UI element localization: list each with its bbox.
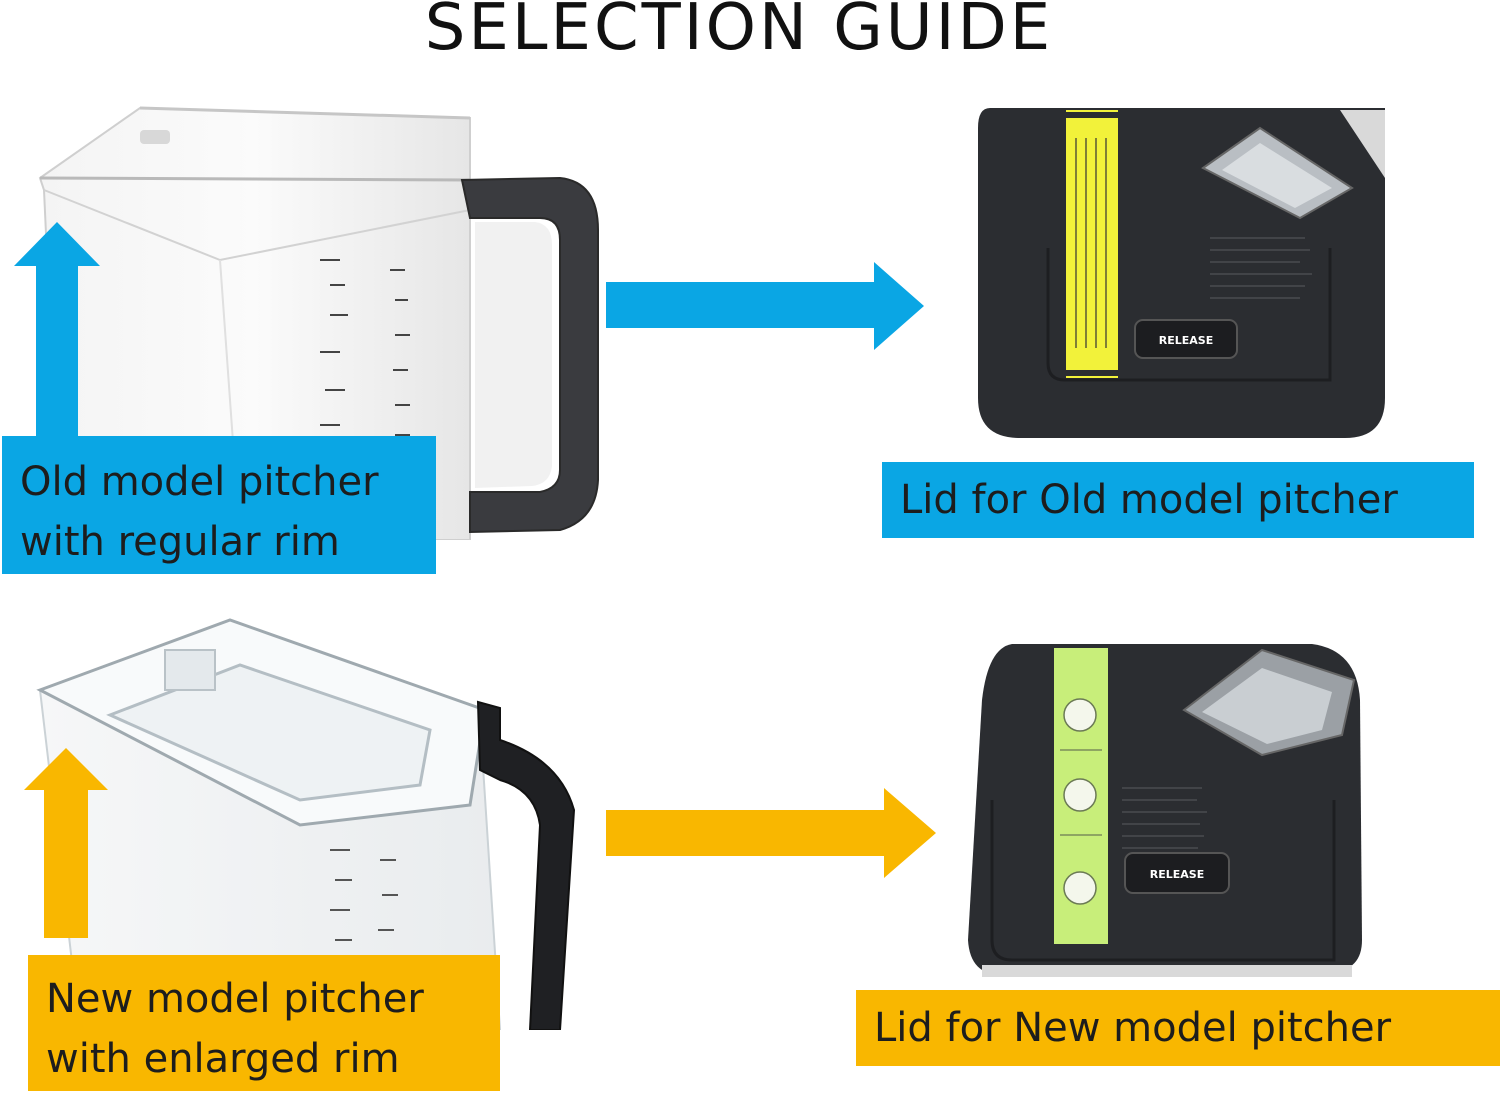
old-lid-label-text: Lid for Old model pitcher bbox=[900, 477, 1398, 523]
old-pitcher-image bbox=[38, 106, 599, 540]
new-lid-label: Lid for New model pitcher bbox=[856, 990, 1500, 1066]
old-up-arrow-icon bbox=[14, 222, 100, 438]
old-pitcher-label: Old model pitcher with regular rim bbox=[2, 436, 436, 574]
old-lid-image: RELEASE bbox=[960, 98, 1390, 450]
new-right-arrow-icon bbox=[606, 788, 936, 878]
new-pitcher-label-line2: with enlarged rim bbox=[46, 1036, 400, 1082]
release-button-text: RELEASE bbox=[1150, 868, 1204, 881]
new-lid-label-text: Lid for New model pitcher bbox=[874, 1005, 1392, 1051]
new-pitcher-label-line1: New model pitcher bbox=[46, 976, 424, 1022]
old-pitcher-label-line2: with regular rim bbox=[20, 519, 340, 565]
page-title: SELECTION GUIDE bbox=[424, 0, 1054, 65]
release-button-text: RELEASE bbox=[1159, 334, 1213, 347]
old-pitcher-label-line1: Old model pitcher bbox=[20, 459, 379, 505]
old-lid-label: Lid for Old model pitcher bbox=[882, 462, 1474, 538]
new-pitcher-image bbox=[36, 618, 576, 1030]
new-up-arrow-icon bbox=[24, 748, 108, 938]
old-right-arrow-icon bbox=[606, 262, 924, 350]
new-pitcher-label: New model pitcher with enlarged rim bbox=[28, 955, 500, 1091]
new-lid-image: RELEASE bbox=[962, 640, 1392, 990]
